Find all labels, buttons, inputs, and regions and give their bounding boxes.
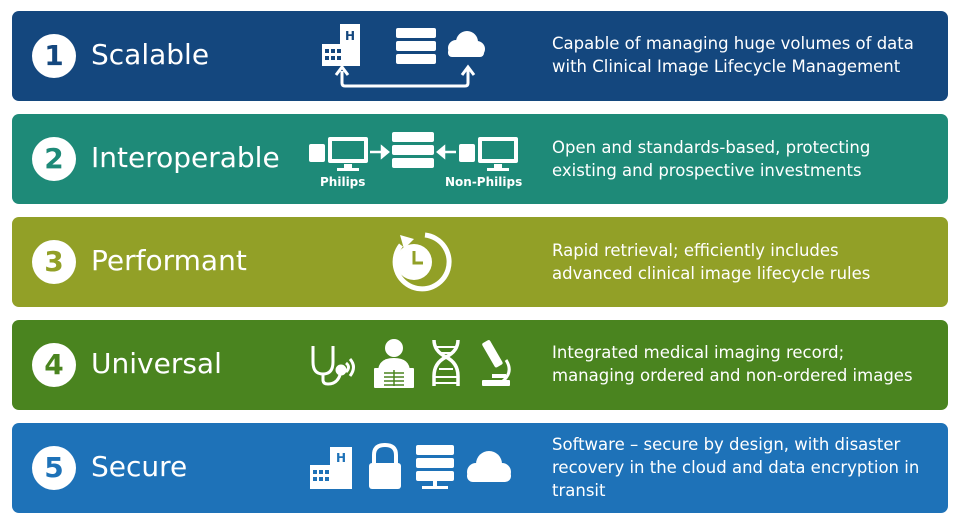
hospital-icon: H [322, 24, 360, 66]
row-description: Integrated medical imaging record; manag… [552, 343, 913, 385]
row-number: 2 [32, 137, 76, 181]
radiology-icon [374, 339, 414, 388]
row-interoperable: 2 Interoperable Philips Non-Philips Open… [12, 114, 948, 204]
row-description: Open and standards-based, protecting exi… [552, 138, 871, 180]
row-description: Software – secure by design, with disast… [552, 435, 920, 500]
row-scalable: 1 Scalable H Capable of managing huge vo… [12, 11, 948, 101]
clock-refresh-icon [392, 232, 452, 292]
row-number: 1 [32, 34, 76, 78]
server-icon [396, 28, 436, 64]
row-universal: 4 Universal [12, 320, 948, 410]
hospital-icon: H [310, 447, 352, 489]
bidirectional-arrow-icon [334, 64, 476, 88]
arrow-left-icon [436, 144, 456, 160]
lock-icon [369, 442, 401, 489]
server-icon [392, 132, 434, 168]
row-title: Performant [91, 244, 247, 277]
row-title: Secure [91, 450, 188, 483]
row-title: Scalable [91, 38, 210, 71]
row-number: 5 [32, 446, 76, 490]
row-performant: 3 Performant Rapid retrieval; efficientl… [12, 217, 948, 307]
workstation-icon [309, 137, 368, 171]
svg-text:H: H [345, 29, 355, 43]
stethoscope-icon [311, 346, 355, 386]
philips-label: Philips [320, 175, 366, 189]
workstation-icon [459, 137, 518, 171]
row-title: Interoperable [91, 141, 280, 174]
cloud-icon [448, 31, 485, 57]
row-title: Universal [91, 347, 222, 380]
row-description: Rapid retrieval; efficiently includes ad… [552, 241, 871, 283]
row-secure: 5 Secure H Software – secure by design, … [12, 423, 948, 513]
cloud-icon [467, 451, 511, 482]
non-philips-label: Non-Philips [445, 175, 523, 189]
svg-text:H: H [336, 451, 346, 465]
dna-icon [432, 339, 460, 386]
microscope-icon [482, 340, 511, 386]
arrow-right-icon [370, 144, 390, 160]
row-number: 3 [32, 240, 76, 284]
row-number: 4 [32, 343, 76, 387]
server-icon [416, 445, 454, 489]
row-description: Capable of managing huge volumes of data… [552, 34, 914, 76]
